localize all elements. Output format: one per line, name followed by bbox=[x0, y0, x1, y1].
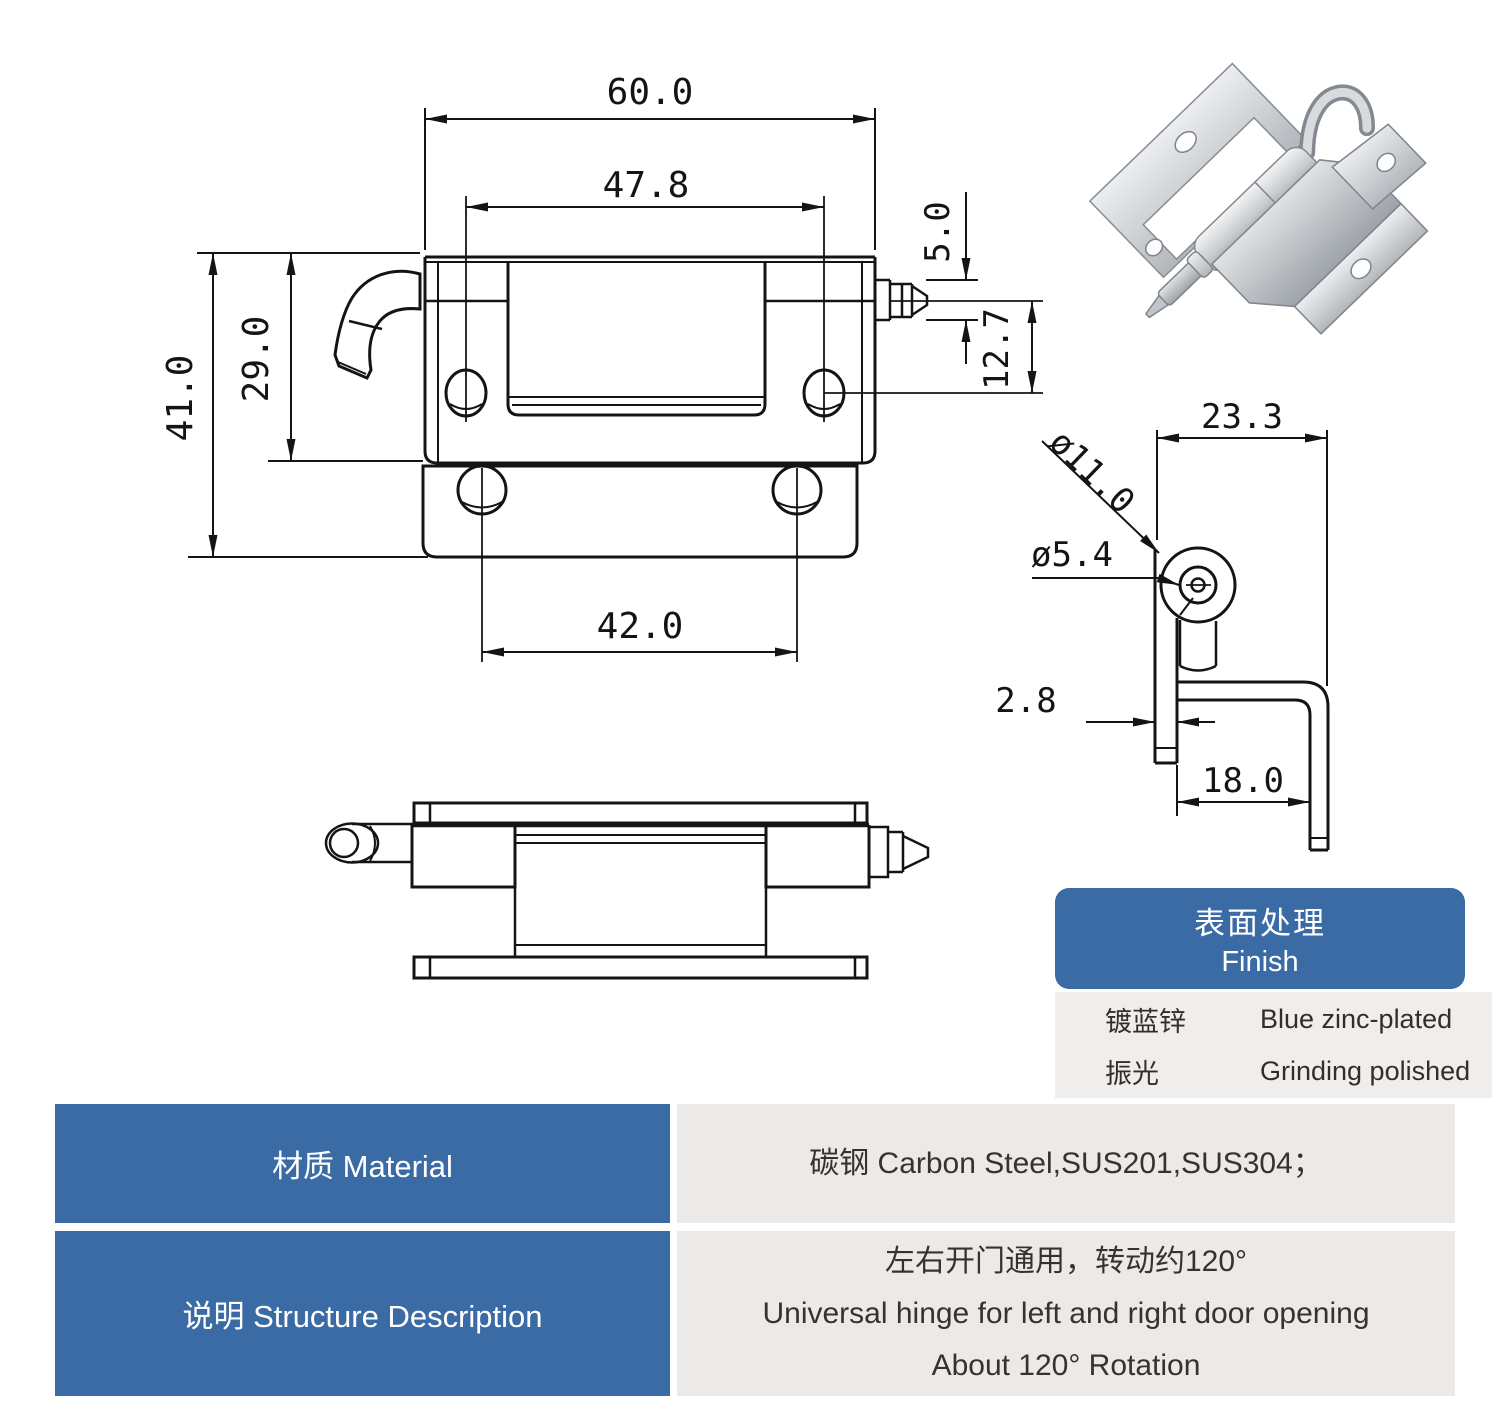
finish-zinc-en: Blue zinc-plated bbox=[1260, 1003, 1453, 1034]
description-line-zh: 左右开门通用，转动约120° bbox=[884, 1244, 1248, 1278]
finish-panel-body: 镀蓝锌 Blue zinc-plated 振光 Grinding polishe… bbox=[1055, 992, 1492, 1098]
technical-drawings: 60.0 47.8 5.0 12.7 29.0 41.0 42.0 bbox=[160, 62, 1429, 980]
front-width-dim-label: 60.0 bbox=[607, 72, 694, 113]
finish-row-polish: 振光 Grinding polished bbox=[1055, 1046, 1492, 1096]
finish-title-zh: 表面处理 bbox=[1194, 906, 1326, 941]
front-hole-span-bottom-dim-label: 42.0 bbox=[597, 606, 684, 647]
pin-axis-offset-dim-label: 12.7 bbox=[977, 308, 1017, 390]
side-view-drawing: 23.3 ø11.0 ø5.4 2.8 18.0 bbox=[995, 397, 1330, 852]
upper-leaf-height-dim-label: 29.0 bbox=[236, 316, 277, 403]
pin-hole-diameter-dim-label: ø5.4 bbox=[1031, 535, 1113, 575]
spec-table: 材质 Material 碳钢 Carbon Steel,SUS201,SUS30… bbox=[55, 1104, 1455, 1404]
finish-polish-en: Grinding polished bbox=[1260, 1055, 1471, 1086]
front-height-dim-label: 41.0 bbox=[160, 355, 201, 442]
structure-description-label: 说明 Structure Description bbox=[55, 1231, 670, 1396]
material-value: 碳钢 Carbon Steel,SUS201,SUS304； bbox=[677, 1104, 1455, 1223]
plate-thickness-dim-label: 2.8 bbox=[995, 681, 1056, 721]
bottom-view-drawing bbox=[324, 801, 930, 980]
description-line-en2: About 120° Rotation bbox=[931, 1348, 1201, 1382]
front-hole-span-top-dim-label: 47.8 bbox=[603, 165, 690, 206]
side-depth-dim-label: 23.3 bbox=[1201, 397, 1283, 437]
foot-depth-dim-label: 18.0 bbox=[1202, 761, 1284, 801]
material-label: 材质 Material bbox=[55, 1104, 670, 1223]
spec-row-description: 说明 Structure Description 左右开门通用，转动约120° … bbox=[55, 1231, 1455, 1396]
spec-row-material: 材质 Material 碳钢 Carbon Steel,SUS201,SUS30… bbox=[55, 1104, 1455, 1223]
description-line-en1: Universal hinge for left and right door … bbox=[762, 1296, 1370, 1330]
finish-polish-zh: 振光 bbox=[1105, 1058, 1159, 1089]
pin-diameter-dim-label: 5.0 bbox=[918, 201, 958, 262]
finish-row-zinc: 镀蓝锌 Blue zinc-plated bbox=[1055, 994, 1492, 1044]
structure-description-value: 左右开门通用，转动约120° Universal hinge for left … bbox=[677, 1231, 1455, 1396]
barrel-diameter-dim-label: ø11.0 bbox=[1041, 422, 1142, 522]
finish-zinc-zh: 镀蓝锌 bbox=[1105, 1006, 1186, 1037]
finish-title-en: Finish bbox=[1221, 946, 1299, 978]
product-photo bbox=[1088, 62, 1429, 335]
front-view-drawing: 60.0 47.8 5.0 12.7 29.0 41.0 42.0 bbox=[160, 72, 1043, 662]
finish-panel-header: 表面处理 Finish bbox=[1055, 888, 1465, 989]
material-value-line: 碳钢 Carbon Steel,SUS201,SUS304； bbox=[809, 1146, 1323, 1180]
